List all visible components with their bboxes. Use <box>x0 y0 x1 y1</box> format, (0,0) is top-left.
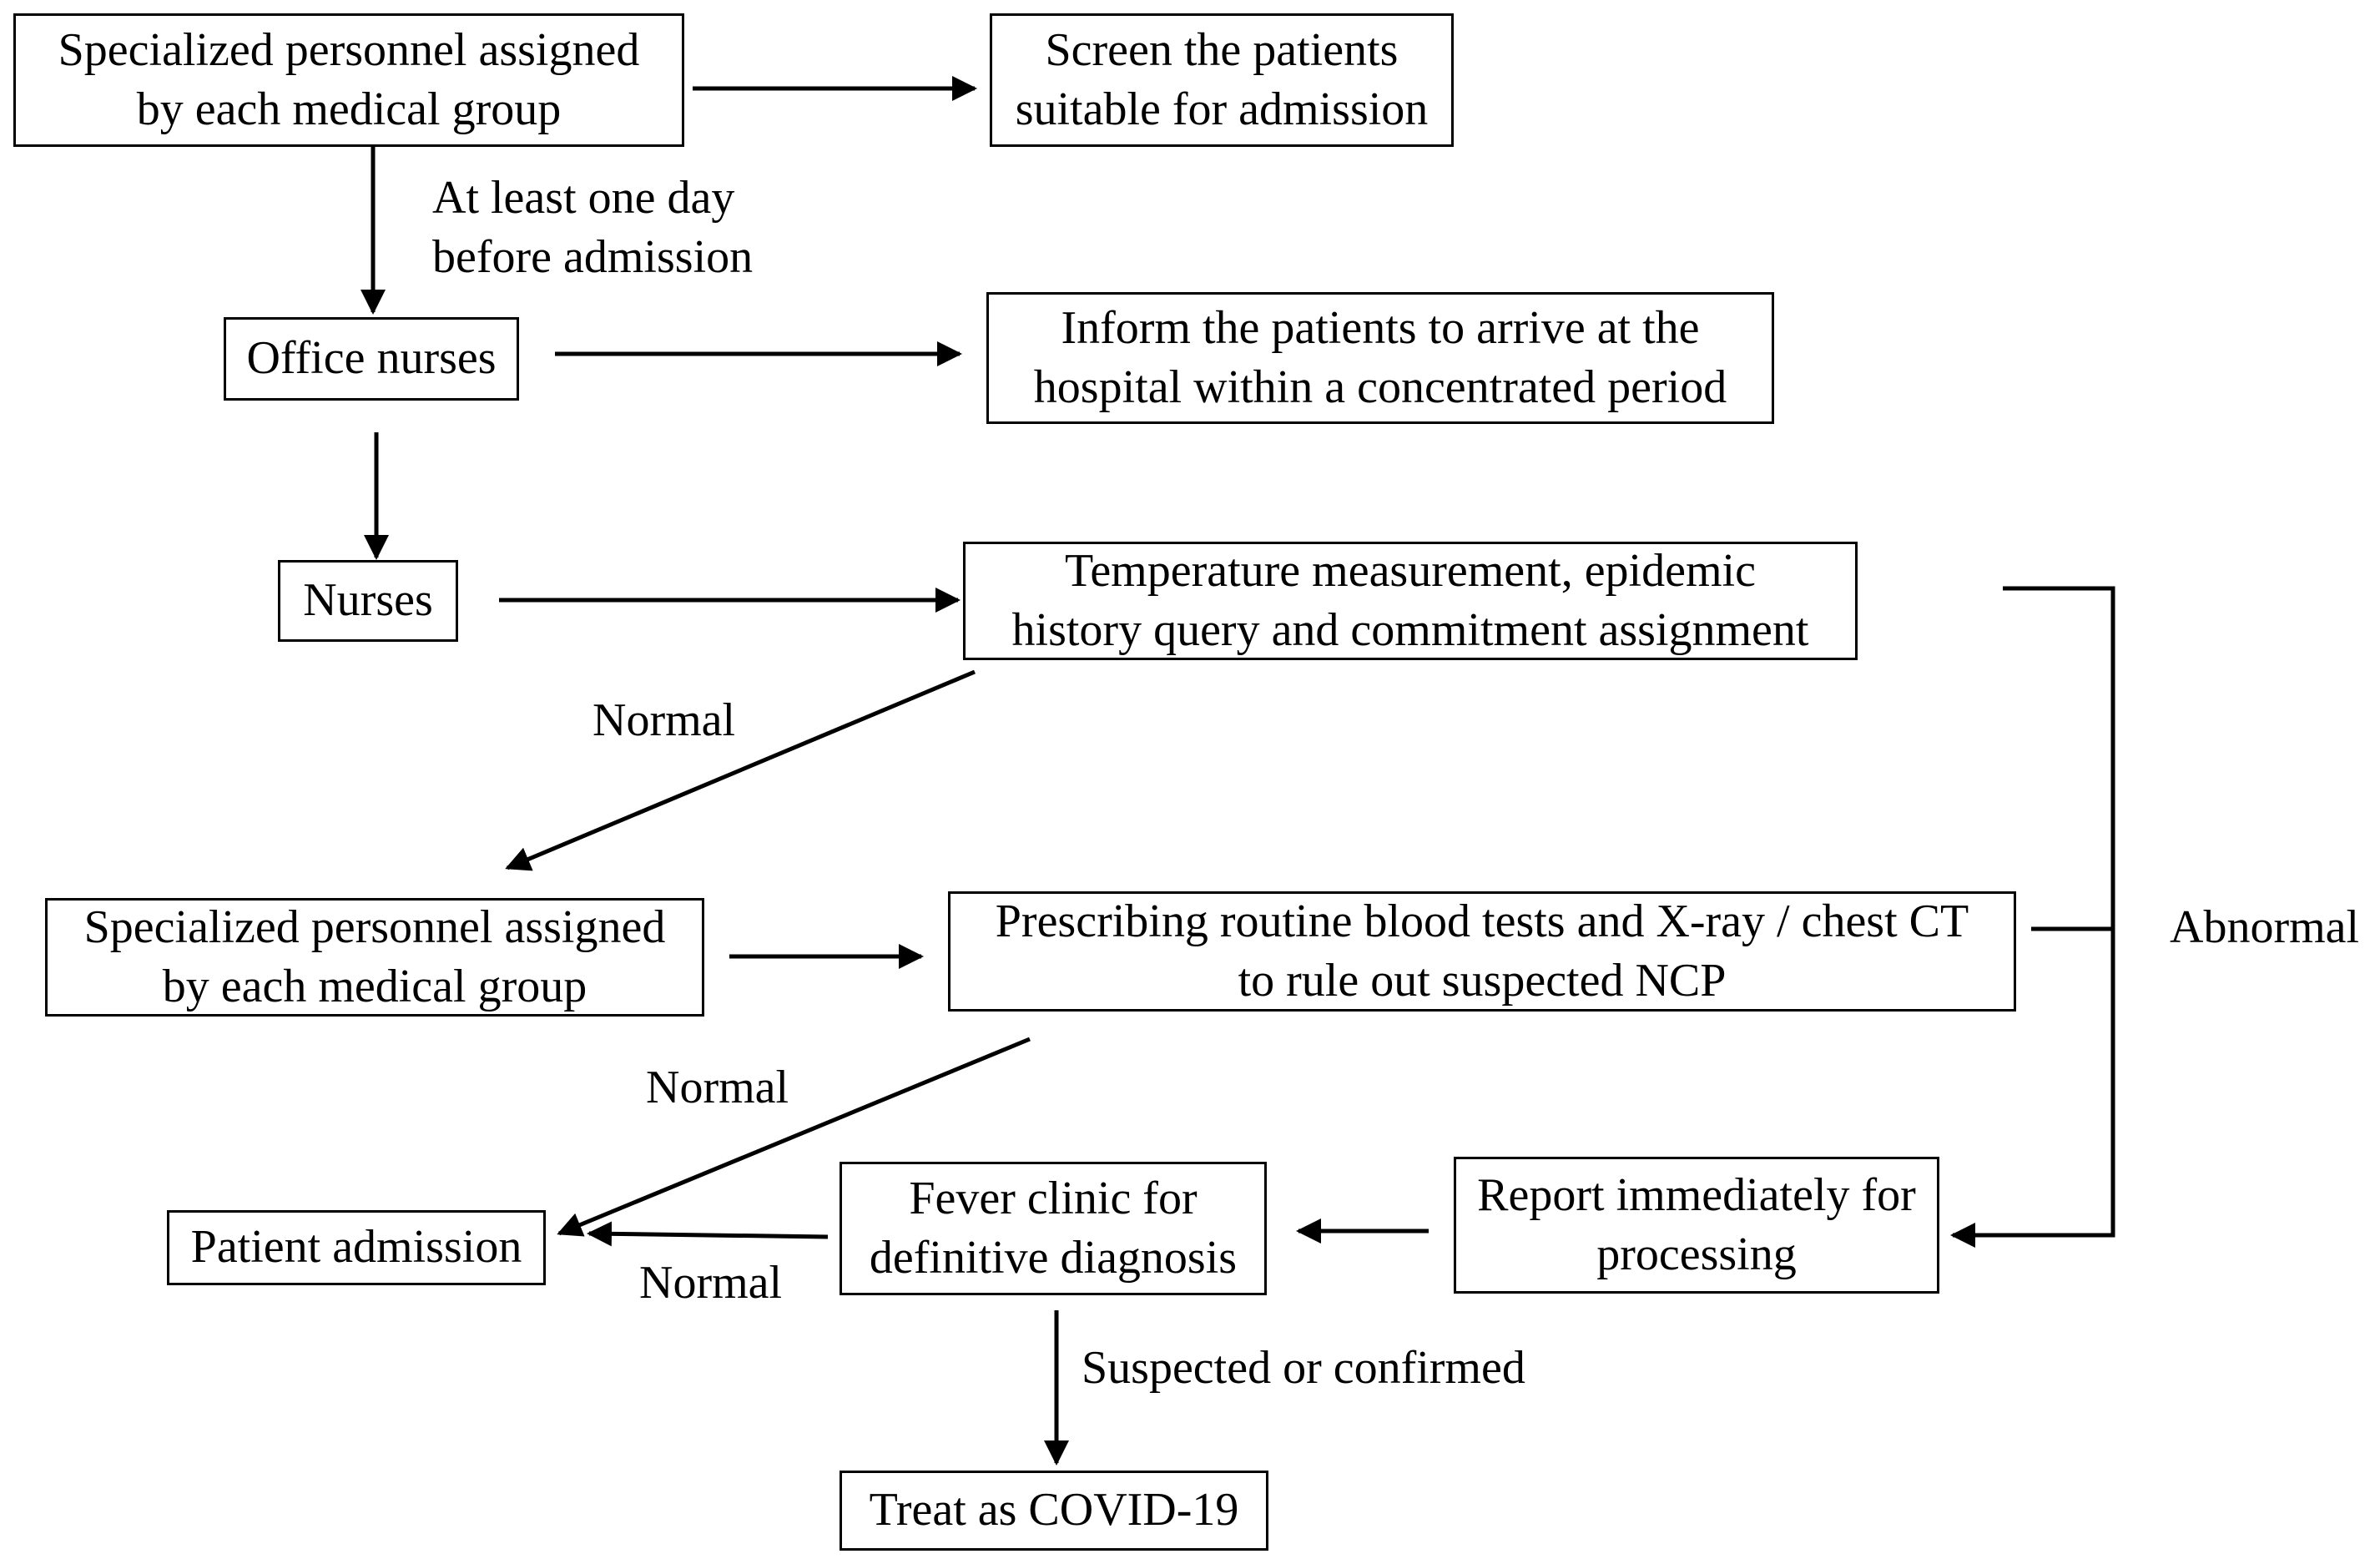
label-abnormal: Abnormal <box>2170 901 2360 953</box>
node-specialized-personnel-mid: Specialized personnel assigned by each m… <box>45 898 704 1017</box>
label-suspected-confirmed: Suspected or confirmed <box>1082 1342 1525 1394</box>
node-treat-covid: Treat as COVID-19 <box>840 1471 1268 1551</box>
node-temperature-measurement: Temperature measurement, epidemic histor… <box>963 542 1858 660</box>
node-screen-patients: Screen the patients suitable for admissi… <box>990 13 1454 147</box>
node-specialized-personnel-top: Specialized personnel assigned by each m… <box>13 13 684 147</box>
node-report-immediately: Report immediately for processing <box>1454 1157 1939 1294</box>
label-normal-prescribing: Normal <box>646 1062 789 1113</box>
abnormal-bracket <box>1950 586 2115 1248</box>
label-before-admission: At least one day before admission <box>432 172 754 284</box>
label-normal-fever: Normal <box>639 1257 783 1309</box>
arrow-prescribing-to-admission <box>557 1037 1031 1237</box>
label-normal-temperature: Normal <box>592 694 736 746</box>
node-prescribing-tests: Prescribing routine blood tests and X-ra… <box>948 891 2016 1012</box>
node-fever-clinic: Fever clinic for definitive diagnosis <box>840 1162 1267 1295</box>
node-office-nurses: Office nurses <box>224 317 519 401</box>
node-inform-patients: Inform the patients to arrive at the hos… <box>986 292 1774 424</box>
arrow-fever-to-admission <box>587 1221 829 1247</box>
arrow-temperature-to-specialized <box>505 669 976 871</box>
node-nurses: Nurses <box>278 560 458 642</box>
node-patient-admission: Patient admission <box>167 1210 546 1285</box>
